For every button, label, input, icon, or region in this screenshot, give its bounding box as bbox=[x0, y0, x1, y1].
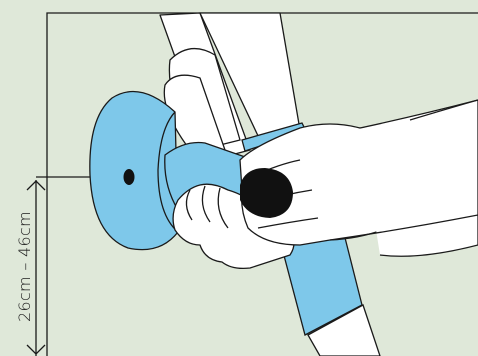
right-arm-contour bbox=[409, 99, 478, 121]
person-torso bbox=[159, 12, 301, 161]
dimension-bottom-chevron-icon bbox=[26, 344, 46, 355]
dimension-label: 26cm – 46cm bbox=[15, 211, 34, 322]
disc-hole bbox=[123, 169, 135, 185]
frame-outline bbox=[46, 12, 478, 356]
lower-arm bbox=[307, 304, 381, 356]
device-opening bbox=[240, 168, 293, 218]
lower-hand-fingers bbox=[185, 185, 229, 229]
dimension-top-chevron-icon bbox=[26, 180, 46, 191]
dimension-indicator bbox=[26, 180, 46, 356]
collection-disc bbox=[89, 90, 179, 251]
right-forearm-crease bbox=[329, 214, 478, 241]
